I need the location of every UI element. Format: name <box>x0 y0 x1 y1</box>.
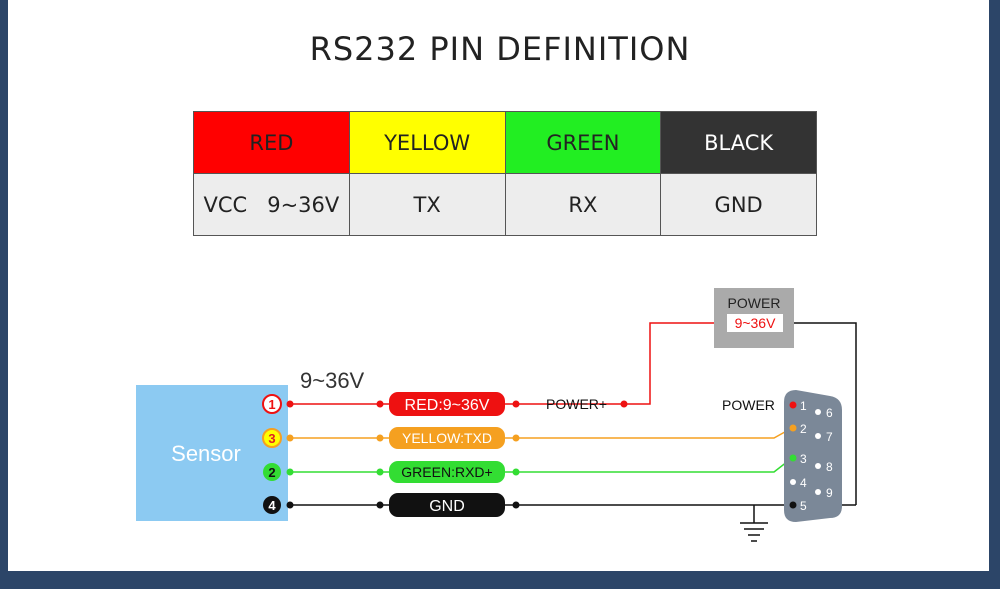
sensor-pin-4-badge <box>263 496 281 514</box>
wire-label-green-pill <box>389 461 505 483</box>
wire-label-gnd-pill <box>389 493 505 517</box>
ground-icon <box>740 522 768 542</box>
sensor-pin-2-number: 2 <box>268 465 275 480</box>
sensor-label: Sensor <box>171 441 241 466</box>
connector-power-label: POWER <box>722 397 775 413</box>
color-cell-yellow: YELLOW <box>348 111 506 174</box>
wire-color-row: RED YELLOW GREEN BLACK <box>193 111 817 174</box>
wire-endpoint-dots <box>286 400 628 509</box>
sensor-pin-4-number: 4 <box>268 498 276 513</box>
wire-yellow <box>290 427 793 439</box>
power-box-voltage: 9~36V <box>735 315 777 331</box>
connector-pins <box>789 401 821 509</box>
signal-cell-tx: TX <box>348 173 506 236</box>
sensor-pin-3-number: 3 <box>268 431 275 446</box>
sensor-pin-1-number: 1 <box>268 397 275 412</box>
svg-text:6: 6 <box>826 406 833 420</box>
power-box-title: POWER <box>728 295 781 311</box>
svg-text:1: 1 <box>800 399 807 413</box>
signal-cell-gnd: GND <box>660 173 817 236</box>
svg-text:7: 7 <box>826 430 833 444</box>
color-cell-red: RED <box>193 111 350 174</box>
svg-text:2: 2 <box>800 422 807 436</box>
svg-text:3: 3 <box>800 452 807 466</box>
sensor-pin-2-badge <box>263 463 281 481</box>
wire-label-red-pill <box>389 392 505 416</box>
wire-label-red: RED:9~36V <box>405 397 490 414</box>
wire-label-yellow: YELLOW:TXD <box>402 430 492 446</box>
pin-definition-table: RED YELLOW GREEN BLACK VCC 9~36V TX RX G… <box>193 111 817 236</box>
wire-green <box>290 457 793 473</box>
power-plus-label: POWER+ <box>546 396 607 412</box>
svg-text:5: 5 <box>800 499 807 513</box>
sensor-pin-3-badge <box>262 428 282 448</box>
power-box-voltage-plate <box>727 314 783 332</box>
voltage-note: 9~36V <box>300 368 365 393</box>
signal-row: VCC 9~36V TX RX GND <box>193 173 817 236</box>
page-title: RS232 PIN DEFINITION <box>309 30 691 68</box>
signal-cell-vcc: VCC 9~36V <box>193 173 350 236</box>
sensor-pin-1-badge <box>262 394 282 414</box>
wire-label-yellow-pill <box>389 427 505 449</box>
wire-label-gnd: GND <box>429 498 465 515</box>
sensor-block <box>136 385 288 521</box>
wire-power-return <box>792 322 857 505</box>
svg-text:9: 9 <box>826 486 833 500</box>
wire-red-to-power <box>624 322 715 405</box>
svg-text:8: 8 <box>826 460 833 474</box>
wire-label-green: GREEN:RXD+ <box>401 464 492 480</box>
db9-connector <box>784 390 842 522</box>
connector-pin-numbers: 1 2 3 4 5 6 7 8 9 <box>800 399 833 513</box>
svg-text:4: 4 <box>800 476 807 490</box>
